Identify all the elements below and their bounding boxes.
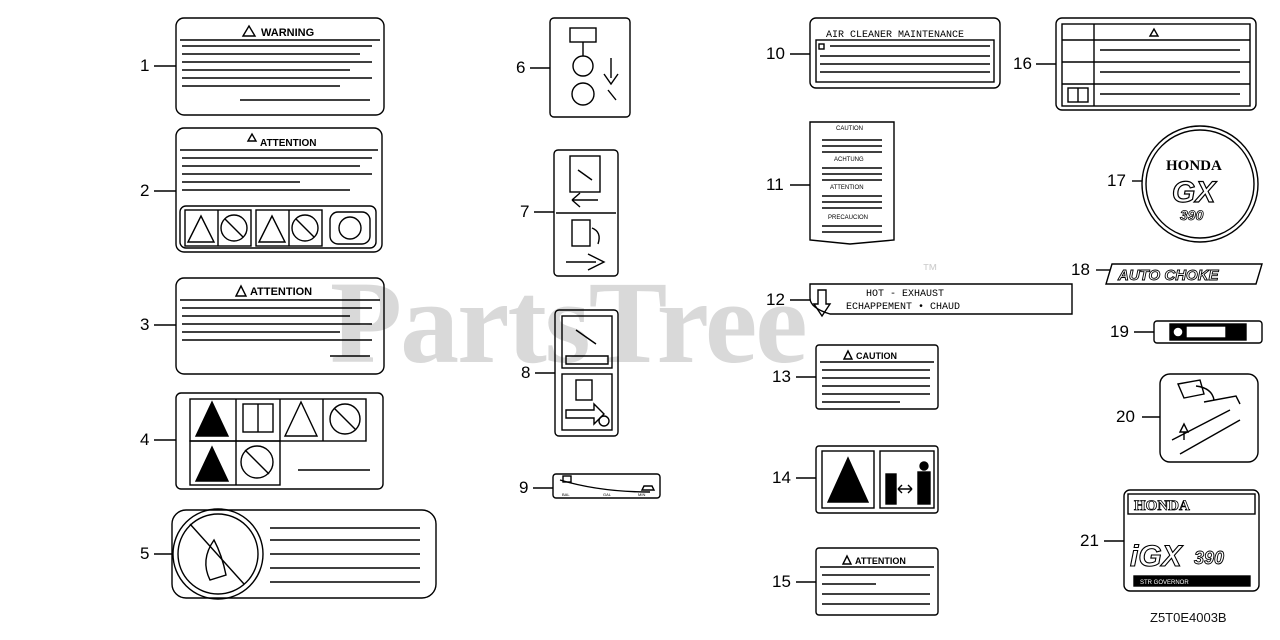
label-9-right: MIN (638, 492, 645, 497)
label-12-hot-exhaust[interactable] (809, 283, 1073, 318)
callout-2[interactable]: 2 (140, 181, 150, 200)
callout-18[interactable]: 18 (1071, 260, 1090, 279)
label-11-attention: ATTENTION (830, 185, 864, 191)
label-17-honda-gx[interactable] (1141, 125, 1259, 243)
label-6[interactable] (549, 17, 631, 118)
callout-14[interactable]: 14 (772, 468, 791, 487)
label-21-honda-igx[interactable] (1123, 489, 1260, 592)
callout-20[interactable]: 20 (1116, 407, 1135, 426)
label-1-heading: WARNING (261, 27, 314, 39)
label-21-brand: HONDA (1134, 498, 1190, 514)
label-17-model: GX (1172, 176, 1217, 209)
watermark-trademark: ™ (922, 262, 938, 279)
callout-9[interactable]: 9 (519, 478, 529, 497)
label-4-pictograms[interactable] (175, 392, 384, 490)
label-11-caution: CAUTION (836, 126, 863, 132)
callout-13[interactable]: 13 (772, 367, 791, 386)
label-14-pictograms[interactable] (815, 445, 939, 514)
label-10-heading: AIR CLEANER MAINTENANCE (826, 30, 964, 41)
callout-6[interactable]: 6 (516, 58, 526, 77)
callout-16[interactable]: 16 (1013, 54, 1032, 73)
callout-17[interactable]: 17 (1107, 171, 1126, 190)
watermark-text: PartsTree (330, 257, 808, 388)
label-9-gauge[interactable] (552, 473, 661, 499)
label-9-left: BAL (562, 492, 570, 497)
callout-3[interactable]: 3 (140, 315, 150, 334)
label-10-air-cleaner[interactable] (809, 17, 1001, 89)
callout-7[interactable]: 7 (520, 202, 530, 221)
callout-5[interactable]: 5 (140, 544, 150, 563)
label-3-heading: ATTENTION (250, 286, 312, 298)
label-21-number: 390 (1194, 548, 1224, 568)
label-21-model: iGX (1130, 540, 1184, 573)
label-1-warning[interactable] (175, 17, 385, 116)
callout-1[interactable]: 1 (140, 56, 150, 75)
label-12-line-1: HOT - EXHAUST (866, 289, 944, 300)
label-17-brand: HONDA (1166, 158, 1222, 174)
callout-19[interactable]: 19 (1110, 322, 1129, 341)
label-19[interactable] (1153, 320, 1263, 344)
label-9-mid: GAL (603, 492, 612, 497)
diagram-code: Z5T0E4003B (1150, 610, 1227, 625)
label-8[interactable] (554, 309, 619, 437)
label-21-governor: STR GOVERNOR (1140, 580, 1189, 586)
label-2-attention[interactable] (175, 127, 383, 253)
label-11-multilingual[interactable] (809, 121, 895, 245)
callout-4[interactable]: 4 (140, 430, 150, 449)
label-12-line-2: ECHAPPEMENT • CHAUD (846, 302, 960, 313)
label-15-attention[interactable] (815, 547, 939, 616)
label-20[interactable] (1159, 373, 1259, 463)
label-17-number: 390 (1180, 207, 1204, 223)
leader-lines (154, 53, 1160, 583)
label-5-fire-warning[interactable] (171, 508, 437, 600)
callout-21[interactable]: 21 (1080, 531, 1099, 550)
label-18-text: AUTO CHOKE (1117, 267, 1220, 284)
label-11-achtung: ACHTUNG (834, 157, 864, 163)
callout-8[interactable]: 8 (521, 363, 531, 382)
label-13-heading: CAUTION (856, 351, 897, 361)
callout-10[interactable]: 10 (766, 44, 785, 63)
label-18-auto-choke[interactable] (1105, 263, 1263, 285)
label-15-heading: ATTENTION (855, 556, 906, 566)
label-16[interactable] (1055, 17, 1257, 111)
label-13-caution[interactable] (815, 344, 939, 410)
label-7[interactable] (553, 149, 619, 277)
callout-11[interactable]: 11 (766, 175, 784, 194)
label-11-precaucion: PRECAUCION (828, 215, 868, 221)
callout-15[interactable]: 15 (772, 572, 791, 591)
label-3-attention[interactable] (175, 277, 385, 375)
callout-12[interactable]: 12 (766, 290, 785, 309)
label-2-heading: ATTENTION (260, 138, 316, 149)
